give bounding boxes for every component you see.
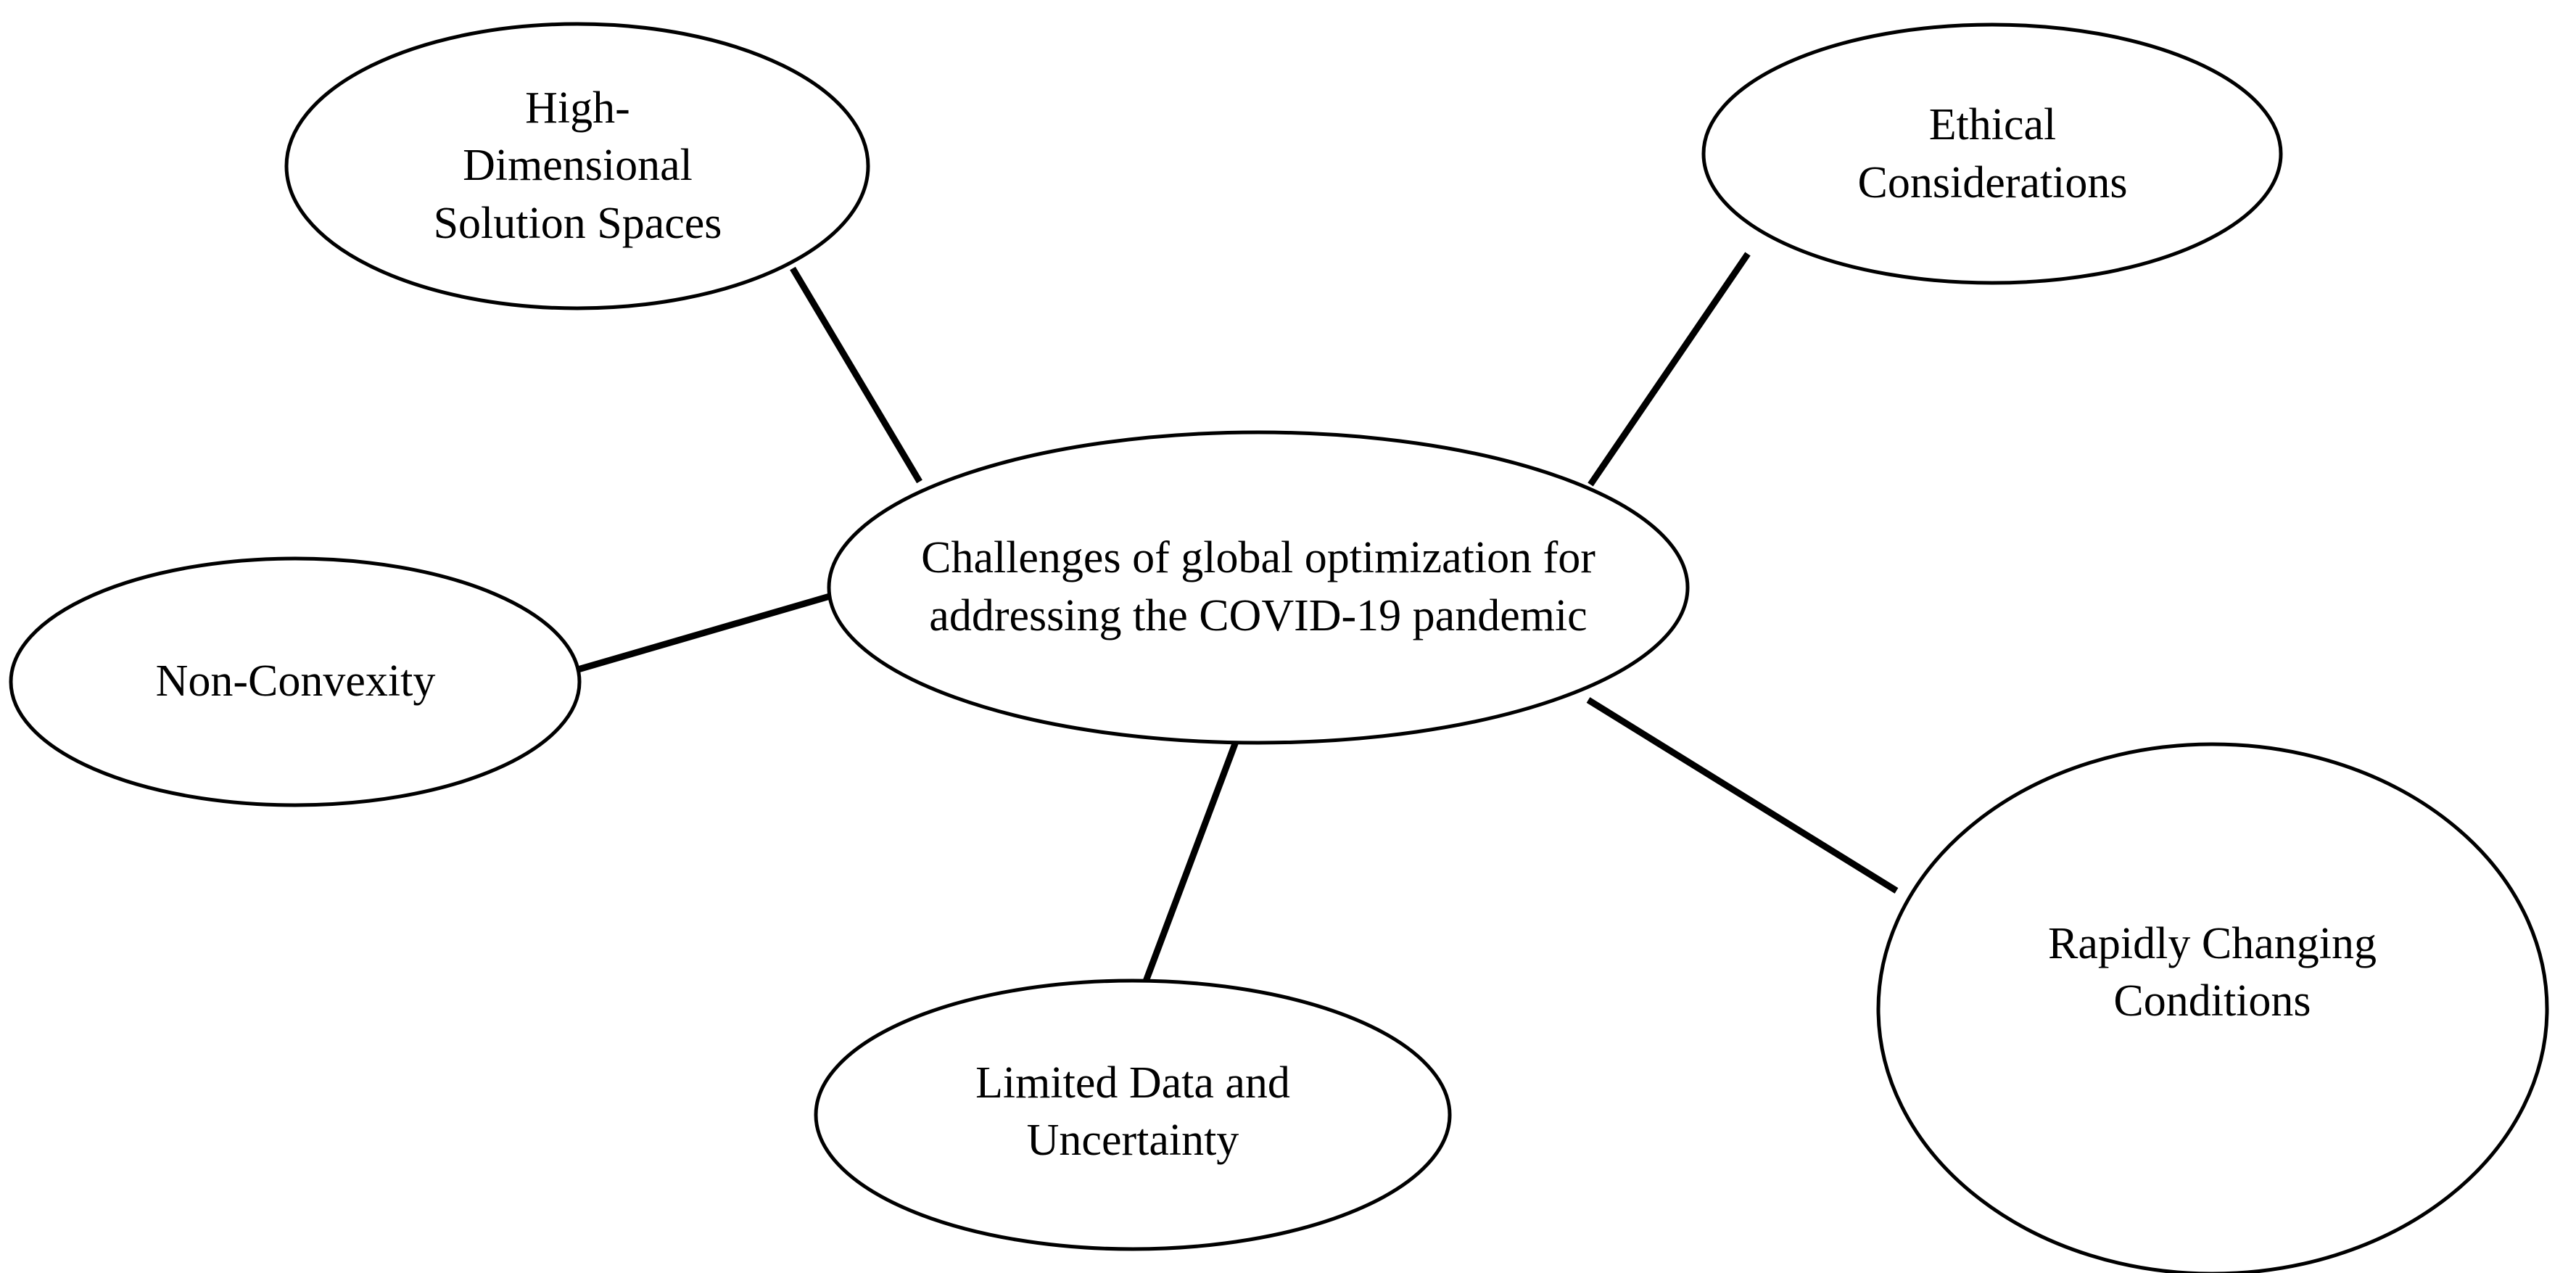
node-shape-limited-data-and-uncertainty[interactable]: [814, 979, 1452, 1251]
node-shape-ethical-considerations[interactable]: [1701, 22, 2283, 285]
connector-center-to-non-convexity: [571, 590, 841, 675]
connector-group: [571, 252, 1899, 986]
connector-center-to-limited-data-and-uncertainty: [1141, 738, 1240, 986]
connector-center-to-high-dimensional-solution-spaces: [790, 266, 922, 484]
connector-center-to-rapidly-changing-conditions: [1586, 697, 1899, 894]
node-shape-center[interactable]: [827, 430, 1690, 745]
connector-center-to-ethical-considerations: [1588, 252, 1751, 487]
node-shape-rapidly-changing-conditions[interactable]: [1876, 742, 2549, 1273]
node-shape-group: [9, 22, 2549, 1273]
node-shape-non-convexity[interactable]: [9, 556, 582, 807]
node-shape-high-dimensional-solution-spaces[interactable]: [284, 22, 870, 310]
